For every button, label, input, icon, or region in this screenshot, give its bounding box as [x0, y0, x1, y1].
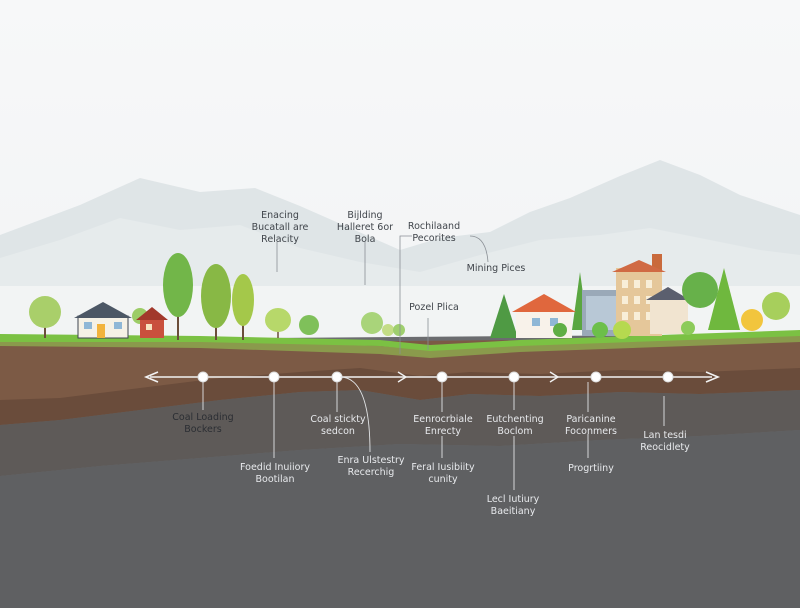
upper-label-mining-pices: Mining Pices	[466, 263, 526, 274]
soil-strata	[0, 330, 800, 608]
upper-callout-lines	[276, 235, 489, 354]
label-coal-stickty: Coal stickty sedcon	[310, 414, 366, 437]
upper-label-enacing: Enacing Bucatall are Relacity	[251, 210, 309, 245]
upper-label-pozel-plica: Pozel Plica	[409, 302, 459, 313]
label-eutchenting: Eutchenting Boclom	[486, 414, 544, 437]
label-coal-loading: Coal Loading Bockers	[172, 412, 234, 435]
label-paricanine: Paricanine Foconmers	[565, 414, 617, 437]
label-lan-tesdi: Lan tesdi Reocidlety	[640, 430, 690, 453]
label-lecl-iutiury: Lecl Iutiury Baeitiany	[486, 494, 540, 517]
label-progrtiiny: Progrtiiny	[568, 463, 614, 474]
town-right	[490, 254, 790, 339]
upper-label-bijlding: Bijlding Halleret 6or Bola	[336, 210, 394, 245]
label-foedid-inuiiory: Foedid Inuiiory Bootilan	[240, 462, 310, 485]
upper-label-rochilaand: Rochilaand Pecorites	[407, 221, 461, 244]
label-enra-ulstestry: Enra Ulstestry Recerchig	[337, 455, 405, 478]
mountains	[0, 160, 800, 300]
lower-callout-lines	[202, 376, 665, 490]
label-eenrocrbiale: Eenrocrbiale Enrecty	[413, 414, 473, 437]
houses-left	[74, 302, 168, 339]
label-feral-iusibiity: Feral Iusibiity cunity	[411, 462, 475, 485]
timeline	[143, 371, 721, 383]
